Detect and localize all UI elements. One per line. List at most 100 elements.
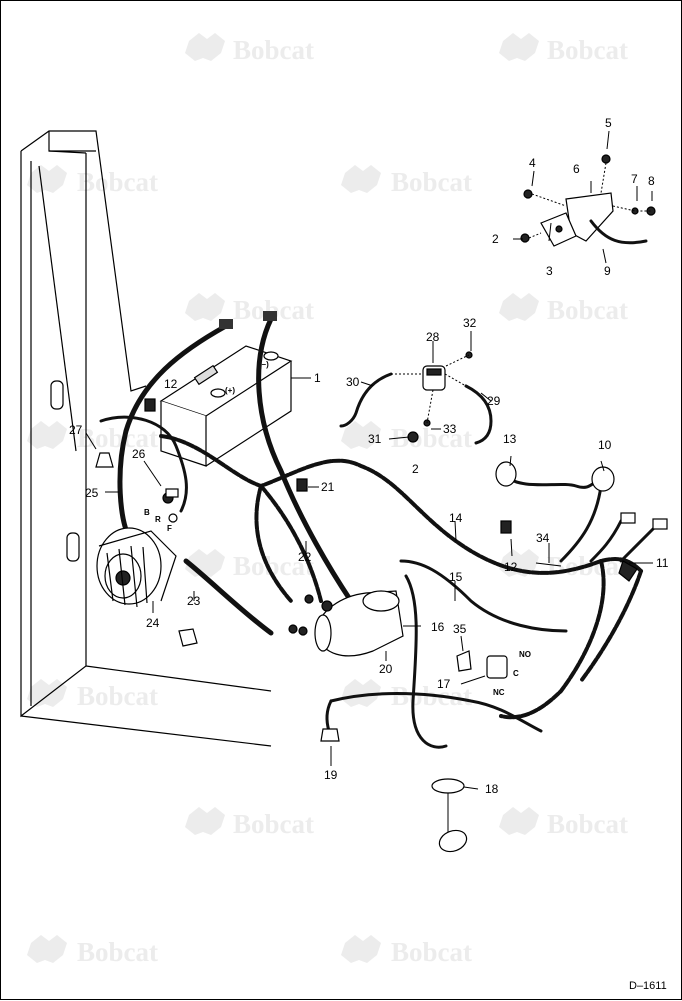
sender-wire — [404, 574, 448, 749]
bobcat-head-icon — [27, 421, 67, 449]
watermark-text: Bobcat — [547, 809, 628, 839]
switch-nc-terminal: NC — [493, 688, 505, 697]
watermark-text: Bobcat — [77, 423, 158, 453]
watermark-text: Bobcat — [547, 295, 628, 325]
diagram-reference-id: D–1611 — [629, 980, 667, 992]
watermark: Bobcat — [185, 33, 314, 65]
bracket-assembly — [520, 154, 656, 247]
bobcat-head-icon — [185, 293, 225, 321]
harness-branch — [499, 559, 606, 720]
frame-grommet — [66, 532, 80, 562]
watermark-text: Bobcat — [547, 35, 628, 65]
callout-19: 19 — [324, 768, 338, 782]
jumper-wire-30 — [339, 372, 393, 428]
alternator-f-terminal: F — [167, 524, 172, 533]
watermark-text: Bobcat — [77, 937, 158, 967]
watermark: Bobcat — [341, 935, 472, 967]
watermark-text: Bobcat — [391, 937, 472, 967]
callout-8: 8 — [648, 174, 655, 188]
callout-4: 4 — [529, 156, 536, 170]
callout-20: 20 — [379, 662, 393, 676]
switch-wire — [325, 699, 333, 733]
watermark: Bobcat — [499, 549, 628, 581]
positive-cable — [117, 323, 229, 544]
fuse-12-left — [144, 398, 156, 412]
clip-21 — [296, 478, 308, 492]
switch-c-terminal: C — [513, 669, 519, 678]
callout-23: 23 — [187, 594, 201, 608]
light-13 — [495, 461, 517, 487]
wiring-harness — [99, 415, 658, 749]
alternator: B R F — [96, 492, 178, 608]
callout-33: 33 — [443, 422, 457, 436]
light-10 — [591, 466, 615, 492]
callout-11: 11 — [656, 556, 669, 570]
fuel-sender-18 — [431, 778, 465, 794]
harness-branch — [254, 484, 293, 603]
clamp-23 — [178, 628, 198, 647]
fuse-12-right — [500, 520, 512, 534]
callout-21: 21 — [321, 480, 335, 494]
callout-7: 7 — [631, 172, 638, 186]
alternator-cable — [183, 558, 274, 636]
callout-1: 1 — [314, 371, 321, 385]
battery-negative-mark: (–) — [259, 360, 269, 369]
harness-clip-26 — [165, 488, 179, 498]
bobcat-head-icon — [27, 679, 67, 707]
watermark-text: Bobcat — [77, 167, 158, 197]
callout-18: 18 — [485, 782, 499, 796]
callout-31: 31 — [368, 432, 382, 446]
bobcat-head-icon — [185, 807, 225, 835]
bobcat-head-icon — [341, 165, 381, 193]
connector-plug — [620, 512, 636, 524]
bracket-wire — [589, 219, 648, 245]
callout-12-left: 12 — [164, 377, 178, 391]
watermark: Bobcat — [341, 421, 472, 453]
bobcat-head-icon — [27, 165, 67, 193]
ground-strap-11 — [618, 560, 638, 582]
callout-5: 5 — [605, 116, 612, 130]
starter-motor — [288, 590, 404, 657]
watermark-layer: Bobcat Bobcat Bobcat Bobcat Bobcat Bobca… — [27, 33, 628, 967]
callout-9: 9 — [604, 264, 611, 278]
callout-6: 6 — [573, 162, 580, 176]
callout-25: 25 — [85, 486, 99, 500]
battery-positive-post — [210, 388, 226, 398]
bobcat-head-icon — [185, 33, 225, 61]
watermark-text: Bobcat — [391, 423, 472, 453]
callout-2-inset: 2 — [492, 232, 499, 246]
watermark: Bobcat — [27, 935, 158, 967]
callout-2: 2 — [412, 462, 419, 476]
harness-branch — [259, 484, 323, 603]
watermark: Bobcat — [185, 807, 314, 839]
watermark-text: Bobcat — [391, 167, 472, 197]
battery-cables — [117, 311, 354, 636]
callout-labels: 1 2 2 3 4 5 6 7 8 9 10 11 12 12 13 14 15… — [69, 116, 669, 796]
fuel-sender-float — [438, 829, 468, 853]
switch-no-terminal: NO — [519, 650, 531, 659]
small-components: NO C NC — [95, 398, 668, 853]
callout-leaders — [85, 130, 653, 790]
watermark: Bobcat — [499, 33, 628, 65]
bobcat-head-icon — [499, 293, 539, 321]
alternator-terminal-nut — [168, 513, 178, 523]
bobcat-head-icon — [499, 807, 539, 835]
switch-17 — [486, 655, 508, 679]
alternator-r-terminal: R — [155, 515, 161, 524]
callout-24: 24 — [146, 616, 160, 630]
watermark: Bobcat — [27, 421, 158, 453]
sensor-27 — [95, 452, 114, 468]
callout-28: 28 — [426, 330, 440, 344]
harness-branch — [579, 569, 643, 683]
jumper-wire-29 — [464, 384, 493, 445]
bobcat-head-icon — [499, 33, 539, 61]
ground-cable — [399, 559, 568, 633]
bobcat-head-icon — [341, 679, 381, 707]
bobcat-head-icon — [27, 935, 67, 963]
watermark-text: Bobcat — [233, 809, 314, 839]
bobcat-head-icon — [341, 935, 381, 963]
callout-14: 14 — [449, 511, 463, 525]
watermark: Bobcat — [341, 165, 472, 197]
